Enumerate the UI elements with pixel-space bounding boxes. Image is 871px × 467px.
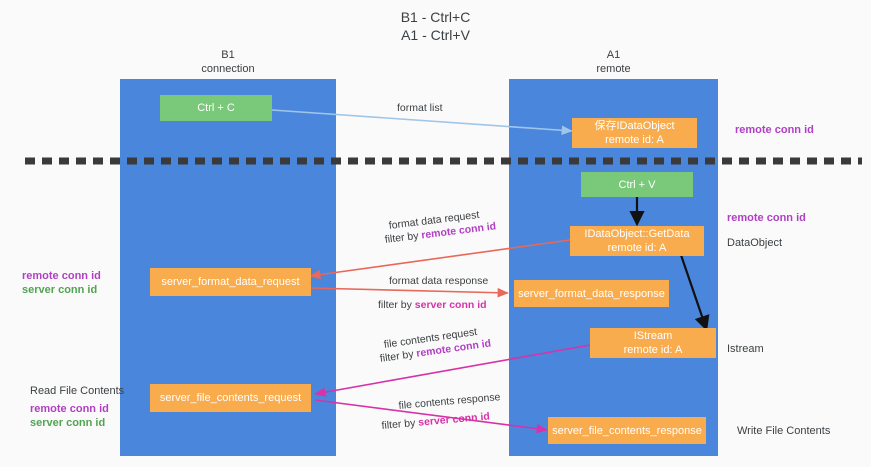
- left-label-read-file-contents: Read File Contents: [30, 385, 125, 397]
- box-idataobject[interactable]: 保存IDataObject remote id: A: [572, 118, 697, 148]
- lane-header-a1-line2: remote: [596, 63, 631, 75]
- box-getdata-line2: remote id: A: [607, 242, 667, 254]
- box-idataobject-line2: remote id: A: [605, 134, 664, 146]
- lane-header-a1: A1 remote: [509, 48, 718, 76]
- box-ctrl-v[interactable]: Ctrl + V: [581, 172, 693, 197]
- edge-label-format-data-response-filter-prefix: filter by: [378, 299, 415, 311]
- box-server-file-contents-request[interactable]: server_file_contents_request: [150, 384, 311, 412]
- edge-label-format-data-response: format data response: [389, 275, 489, 287]
- arrow-format-list: [271, 109, 573, 136]
- box-ctrl-c-label: Ctrl + C: [197, 102, 235, 114]
- edge-label-file-contents-response-filter-prefix: filter by: [381, 416, 419, 432]
- left-label-server-conn-id-bottom: server conn id: [30, 417, 106, 429]
- right-label-write-file-contents: Write File Contents: [737, 425, 831, 437]
- box-istream-line1: IStream: [633, 330, 673, 342]
- right-label-remote-conn-id-mid: remote conn id: [727, 212, 806, 224]
- box-server-format-data-response[interactable]: server_format_data_response: [514, 280, 669, 307]
- box-getdata[interactable]: IDataObject::GetData remote id: A: [570, 226, 704, 256]
- lane-header-b1-line1: B1: [221, 49, 235, 61]
- left-label-server-conn-id-mid: server conn id: [22, 284, 98, 296]
- right-label-istream: Istream: [727, 343, 764, 355]
- box-server-file-contents-response-label: server_file_contents_response: [552, 424, 702, 437]
- left-label-remote-conn-id-bottom: remote conn id: [30, 403, 109, 415]
- edge-label-format-data-response-filter: filter by server conn id: [378, 298, 487, 312]
- box-server-file-contents-response[interactable]: server_file_contents_response: [548, 417, 706, 444]
- lane-header-a1-line1: A1: [606, 49, 621, 61]
- box-istream[interactable]: IStream remote id: A: [590, 328, 716, 358]
- box-server-file-contents-request-label: server_file_contents_request: [159, 392, 302, 404]
- arrow-getdata-to-istream: [679, 254, 710, 332]
- title-line-1: B1 - Ctrl+C: [400, 9, 471, 25]
- box-istream-line2: remote id: A: [623, 344, 683, 356]
- arrow-file-contents-request: [314, 344, 591, 397]
- right-label-dataobject: DataObject: [727, 237, 783, 249]
- box-server-format-data-response-label: server_format_data_response: [518, 287, 665, 300]
- arrow-format-data-response: [309, 287, 509, 298]
- edge-label-format-list: format list: [397, 102, 443, 114]
- box-server-format-data-request[interactable]: server_format_data_request: [150, 268, 311, 296]
- box-server-format-data-request-label: server_format_data_request: [161, 276, 300, 288]
- lane-header-b1: B1 connection: [120, 48, 336, 76]
- right-label-remote-conn-id-top: remote conn id: [735, 124, 814, 136]
- arrow-file-contents-response: [314, 399, 548, 434]
- diagram-title: B1 - Ctrl+C A1 - Ctrl+V: [0, 8, 871, 44]
- title-line-2: A1 - Ctrl+V: [401, 27, 470, 43]
- box-ctrl-v-label: Ctrl + V: [618, 178, 656, 191]
- box-ctrl-c[interactable]: Ctrl + C: [160, 95, 272, 121]
- box-getdata-line1: IDataObject::GetData: [584, 228, 690, 240]
- left-label-remote-conn-id-mid: remote conn id: [22, 270, 101, 282]
- arrow-format-data-request: [309, 239, 571, 280]
- edge-label-format-data-response-filter-value: server conn id: [414, 299, 487, 311]
- lane-header-b1-line2: connection: [201, 63, 255, 75]
- box-idataobject-line1: 保存IDataObject: [594, 120, 675, 132]
